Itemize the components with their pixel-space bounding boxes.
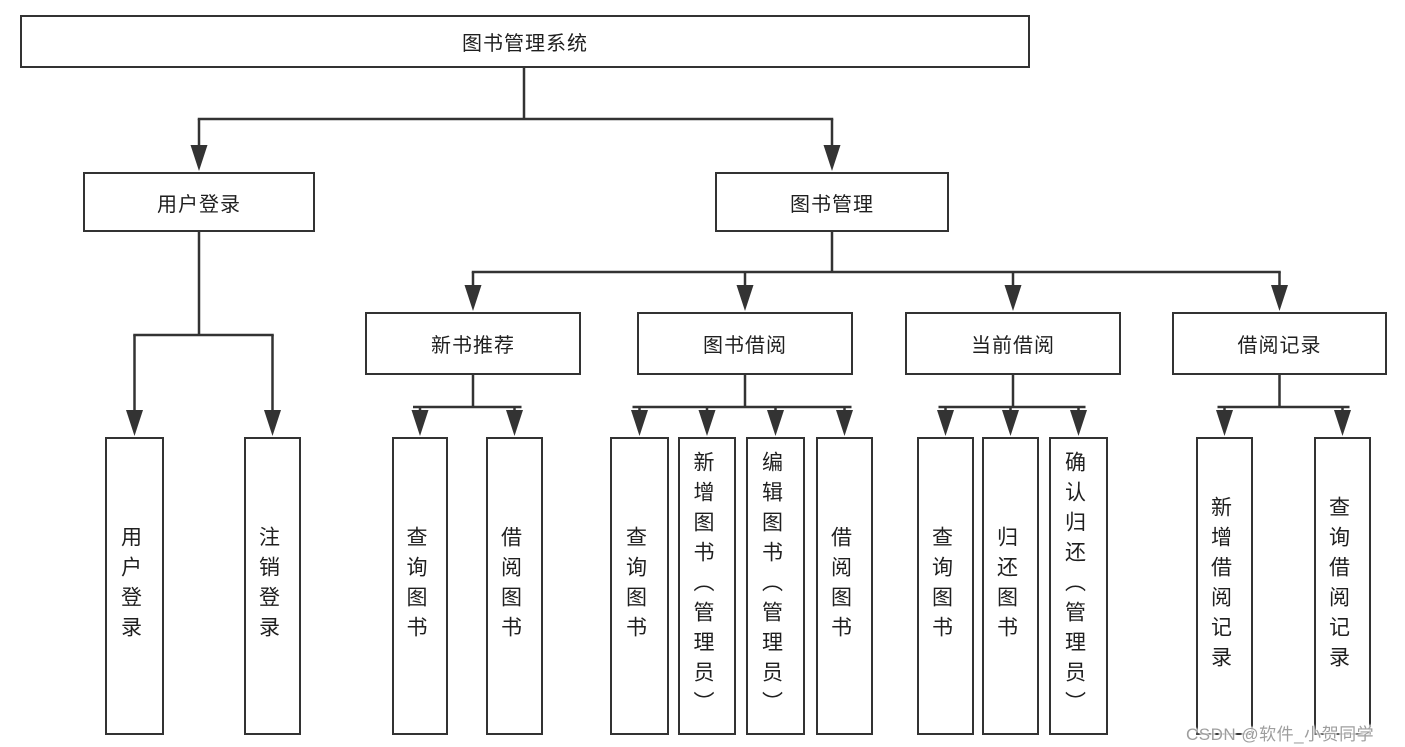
node-book-management: 图书管理 [715,172,949,232]
leaf-logout: 注销登录 [244,437,301,735]
leaf-current-query-books: 查询图书 [917,437,974,735]
leaf-borrow-books-label: 借阅图书 [828,526,852,646]
leaf-edit-book-admin: 编辑图书（管理员） [746,437,805,735]
leaf-add-borrow-record-label: 新增借阅记录 [1208,496,1232,676]
node-user-login-label: 用户登录 [157,193,241,216]
leaf-return-books-label: 归还图书 [994,526,1018,646]
node-new-book-recommend-label: 新书推荐 [431,335,515,357]
leaf-confirm-return-admin-label: 确认归还（管理员） [1062,451,1086,721]
leaf-return-books: 归还图书 [982,437,1039,735]
leaf-current-query-books-label: 查询图书 [929,526,953,646]
leaf-add-book-admin: 新增图书（管理员） [678,437,736,735]
node-book-borrow: 图书借阅 [637,312,853,375]
leaf-recommend-borrow-books: 借阅图书 [486,437,543,735]
node-current-borrow-label: 当前借阅 [971,335,1055,357]
leaf-logout-label: 注销登录 [256,526,280,646]
node-book-borrow-label: 图书借阅 [703,335,787,357]
leaf-add-book-admin-label: 新增图书（管理员） [691,451,714,721]
node-current-borrow: 当前借阅 [905,312,1121,375]
node-root: 图书管理系统 [20,15,1030,68]
node-user-login: 用户登录 [83,172,315,232]
leaf-add-borrow-record: 新增借阅记录 [1196,437,1253,735]
leaf-borrow-query-books: 查询图书 [610,437,669,735]
leaf-user-login-label: 用户登录 [118,526,142,646]
csdn-watermark: CSDN @软件_小贺同学 [1186,725,1375,744]
node-book-management-label: 图书管理 [790,193,874,216]
leaf-borrow-books: 借阅图书 [816,437,873,735]
node-borrow-records: 借阅记录 [1172,312,1387,375]
leaf-query-borrow-record: 查询借阅记录 [1314,437,1371,735]
node-borrow-records-label: 借阅记录 [1237,335,1322,357]
leaf-user-login: 用户登录 [105,437,164,735]
node-new-book-recommend: 新书推荐 [365,312,581,375]
node-root-label: 图书管理系统 [462,33,588,55]
leaf-confirm-return-admin: 确认归还（管理员） [1049,437,1108,735]
leaf-borrow-query-books-label: 查询图书 [623,526,647,646]
leaf-query-borrow-record-label: 查询借阅记录 [1326,496,1350,676]
leaf-edit-book-admin-label: 编辑图书（管理员） [759,451,783,721]
leaf-recommend-borrow-books-label: 借阅图书 [498,526,522,646]
leaf-recommend-query-books: 查询图书 [392,437,448,735]
leaf-recommend-query-books-label: 查询图书 [404,526,427,646]
